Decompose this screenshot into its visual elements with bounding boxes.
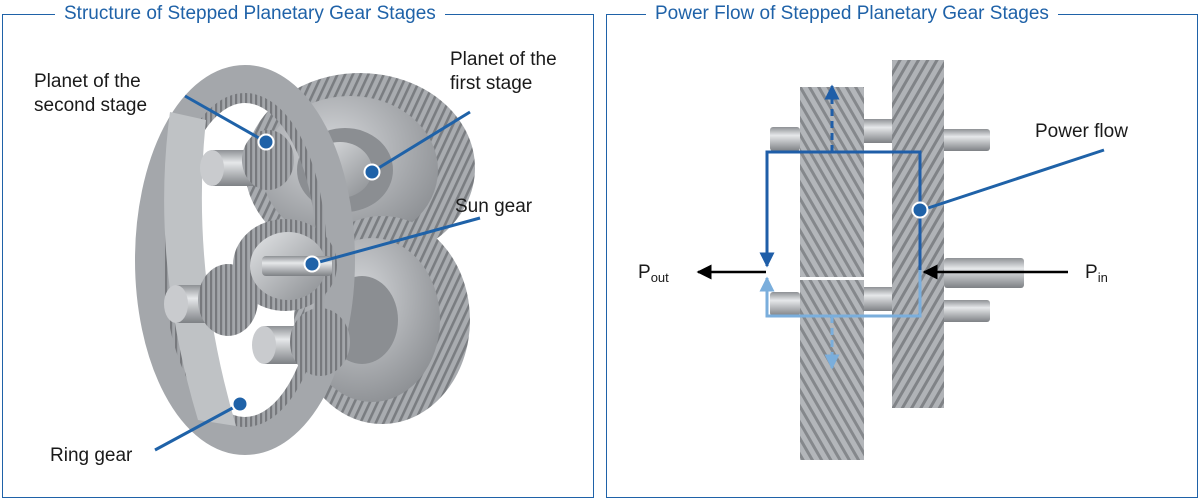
callout-dot-planet-second [257, 133, 275, 151]
label-sun-gear: Sun gear [455, 196, 533, 217]
callout-dot-ring-gear [231, 395, 249, 413]
second-stage-gear-lower-side [800, 280, 864, 460]
label-planet-first-stage: Planet of the first stage [450, 48, 557, 96]
p-in-symbol: P [1085, 262, 1098, 283]
label-planet-second-line2: second stage [34, 95, 148, 116]
label-planet-second-stage: Planet of the second stage [34, 70, 147, 118]
label-ring-gear: Ring gear [50, 445, 133, 466]
label-planet-second-line1: Planet of the [34, 71, 141, 92]
leader-line-power-flow [921, 148, 1105, 212]
stepped-gear-side-view [770, 60, 1024, 460]
second-stage-planet-lower [252, 308, 350, 376]
callout-dot-planet-first [363, 163, 381, 181]
structure-panel: Structure of Stepped Planetary Gear Stag… [2, 3, 594, 498]
power-flow-paths [696, 84, 1105, 370]
structure-panel-title: Structure of Stepped Planetary Gear Stag… [55, 3, 445, 25]
label-p-out: Pout [638, 262, 669, 289]
second-stage-planet-upper [200, 130, 294, 190]
callout-dot-power-flow [911, 201, 929, 219]
power-flow-panel-title: Power Flow of Stepped Planetary Gear Sta… [646, 3, 1058, 25]
callout-dot-sun-gear [303, 255, 321, 273]
leader-line-sun-gear [311, 216, 481, 266]
label-planet-first-line2: first stage [450, 73, 533, 94]
leader-line-ring-gear [154, 402, 241, 452]
second-stage-planet-left [164, 264, 258, 336]
leader-line-planet-first [371, 110, 471, 174]
power-flow-path-lower [759, 270, 922, 318]
label-power-flow: Power flow [1035, 121, 1128, 142]
p-out-symbol: P [638, 262, 651, 283]
second-stage-gear-upper-side [800, 87, 864, 277]
structure-callouts [154, 94, 481, 452]
power-flow-panel: Power Flow of Stepped Planetary Gear Sta… [606, 3, 1198, 498]
label-p-in: Pin [1085, 262, 1108, 289]
label-planet-first-line1: Planet of the [450, 49, 557, 70]
p-in-subscript: in [1097, 270, 1108, 285]
leader-line-planet-second [184, 94, 267, 144]
p-out-subscript: out [650, 270, 669, 285]
first-stage-gear-side [892, 60, 944, 408]
